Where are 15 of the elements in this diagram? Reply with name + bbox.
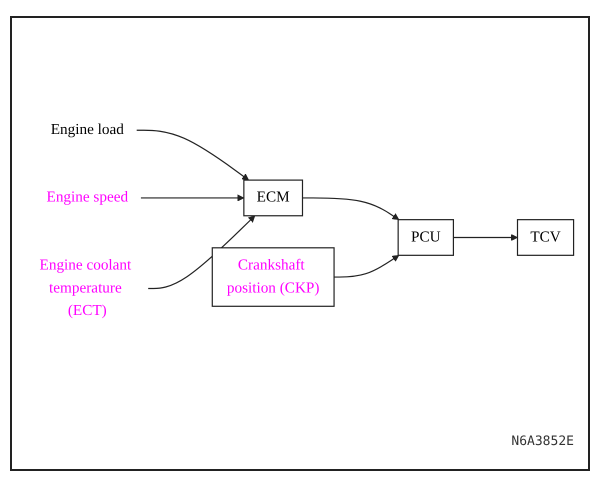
arrow [140, 194, 244, 202]
arrow [334, 255, 400, 278]
node-text: Engine coolant temperature (ECT) [40, 256, 132, 320]
diagram-frame: Engine load Engine speed Engine coolant temperature (ECT) ECM PCU TCV Crankshaft position (CKP) N6A3852E [10, 16, 590, 471]
node-box [212, 247, 335, 308]
node-text: Engine load [50, 121, 124, 138]
node-box [398, 219, 454, 256]
arrow [136, 130, 250, 181]
arrow [148, 216, 256, 290]
figure-code: N6A3852E [511, 434, 574, 449]
node-box [516, 219, 574, 256]
arrow [302, 198, 400, 220]
node-text: Engine speed [46, 189, 128, 206]
arrow [453, 234, 518, 242]
node-box [243, 180, 304, 217]
